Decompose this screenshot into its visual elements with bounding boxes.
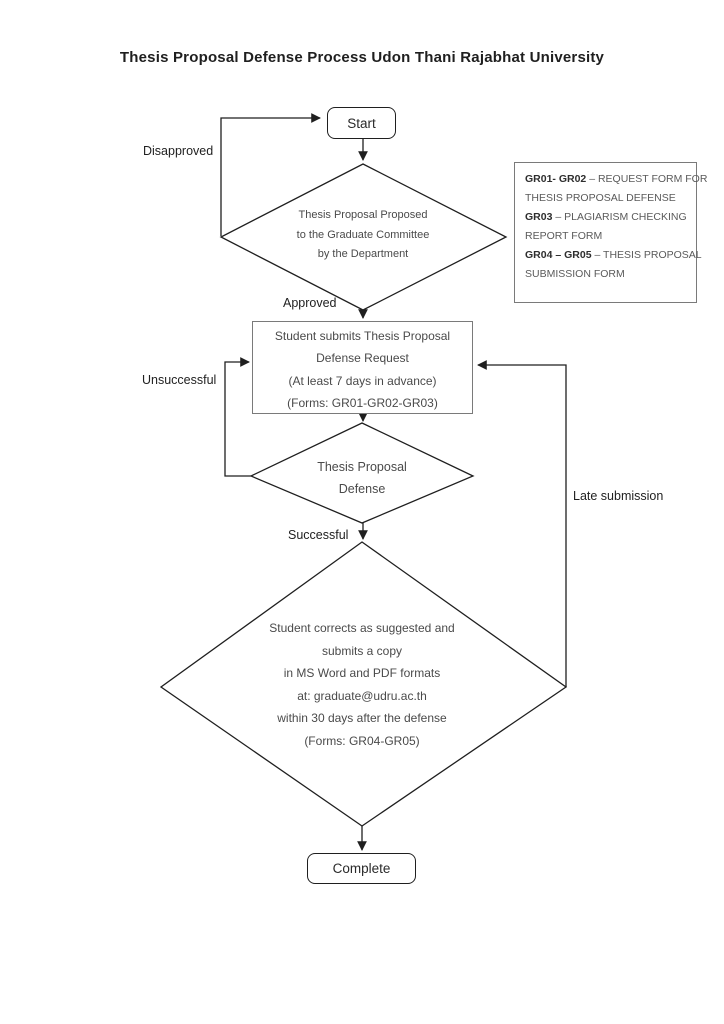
submit-request-line: (At least 7 days in advance) <box>288 373 437 388</box>
submit-request-line: Defense Request <box>316 351 409 365</box>
page-title: Thesis Proposal Defense Process Udon Tha… <box>119 49 605 66</box>
legend-code: GR03 <box>525 211 553 223</box>
review-line: Thesis Proposal Proposed <box>298 209 428 221</box>
legend-line: SUBMISSION FORM <box>525 265 690 284</box>
submit-request-process-box: Student submits Thesis Proposal Defense … <box>252 321 473 414</box>
corrections-line: within 30 days after the defense <box>277 711 447 725</box>
legend-line: GR01- GR02 – REQUEST FORM FOR <box>525 170 707 189</box>
legend-line: GR03 – PLAGIARISM CHECKING <box>525 208 690 227</box>
corrections-line: Student corrects as suggested and <box>269 621 455 635</box>
edge-late-submission-path <box>477 360 567 687</box>
forms-legend-box: GR01- GR02 – REQUEST FORM FOR THESIS PRO… <box>514 162 707 303</box>
decision-diamond-review <box>219 163 508 311</box>
legend-text: – PLAGIARISM CHECKING <box>552 211 687 223</box>
submit-request-line: Student submits Thesis Proposal <box>274 328 451 343</box>
start-node-label: Start <box>347 115 376 131</box>
legend-code: GR01- GR02 <box>525 173 587 185</box>
legend-line: GR04 – GR05 – THESIS PROPOSAL <box>525 246 702 265</box>
edge-label-disapproved: Disapproved <box>143 144 214 158</box>
start-node: Start <box>327 107 396 139</box>
decision-diamond-defense <box>249 422 475 524</box>
complete-node: Complete <box>307 853 416 884</box>
legend-code: GR04 – GR05 <box>525 249 592 261</box>
legend-text: THESIS PROPOSAL DEFENSE <box>525 192 676 204</box>
edge-label-successful: Successful <box>288 528 349 542</box>
edge-label-unsuccessful: Unsuccessful <box>142 373 217 387</box>
corrections-line: at: graduate@udru.ac.th <box>297 688 427 703</box>
legend-line: REPORT FORM <box>525 227 690 246</box>
edge-label-late-submission: Late submission <box>573 489 664 503</box>
review-line: to the Graduate Committee <box>296 228 430 241</box>
defense-line: Thesis Proposal <box>317 460 407 474</box>
review-diamond-text: Thesis Proposal Proposed to the Graduate… <box>263 206 463 265</box>
edge-label-approved: Approved <box>283 296 337 310</box>
legend-line: THESIS PROPOSAL DEFENSE <box>525 189 690 208</box>
defense-diamond-text: Thesis Proposal Defense <box>262 456 462 500</box>
review-line: by the Department <box>317 248 409 260</box>
corrections-line: in MS Word and PDF formats <box>283 666 441 680</box>
complete-node-label: Complete <box>332 861 391 876</box>
decision-diamond-corrections <box>159 541 568 827</box>
submit-request-line: (Forms: GR01-GR02-GR03) <box>287 396 438 410</box>
legend-text: SUBMISSION FORM <box>525 268 625 280</box>
corrections-line: (Forms: GR04-GR05) <box>304 733 420 748</box>
defense-line: Defense <box>338 482 386 496</box>
edge-disapproved-path <box>220 113 321 236</box>
corrections-diamond-text: Student corrects as suggested and submit… <box>212 617 512 752</box>
legend-text: – THESIS PROPOSAL <box>591 249 702 261</box>
corrections-line: submits a copy <box>321 643 403 658</box>
edge-unsuccessful-path <box>224 357 251 477</box>
legend-text: – REQUEST FORM FOR <box>586 173 708 185</box>
legend-text: REPORT FORM <box>525 230 603 242</box>
